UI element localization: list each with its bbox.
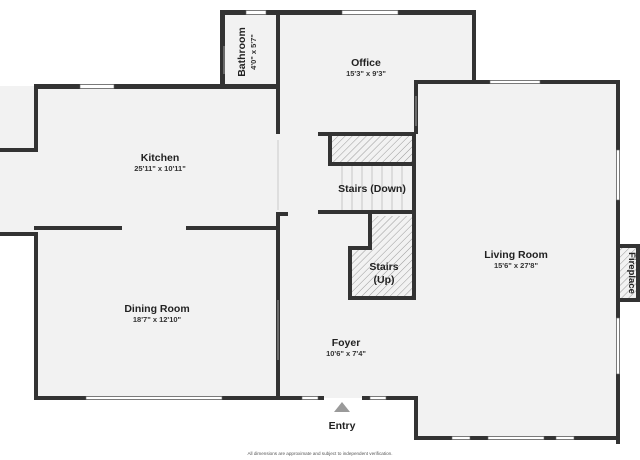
footer-disclaimer: All dimensions are approximate and subje… <box>247 451 392 456</box>
kitchen-name: Kitchen <box>141 152 180 164</box>
stairs-up-name-line1: Stairs <box>369 261 398 273</box>
window <box>341 10 399 15</box>
foyer-dims: 10'6" x 7'4" <box>326 349 366 358</box>
living-room-dims: 15'6" x 27'8" <box>494 261 538 270</box>
windows <box>79 10 620 440</box>
office-dims: 15'3" x 9'3" <box>346 69 386 78</box>
kitchen-floor <box>0 86 280 234</box>
dining-room-dims: 18'7" x 12'10" <box>133 315 182 324</box>
window <box>451 436 471 440</box>
floor-area <box>0 12 640 440</box>
foyer-name: Foyer <box>332 337 361 349</box>
fireplace-hatch <box>618 246 638 300</box>
window <box>489 80 541 84</box>
fireplace-name: Fireplace <box>626 252 637 294</box>
window <box>616 317 620 375</box>
stairs-down-name: Stairs (Down) <box>338 183 406 195</box>
dining-room-name: Dining Room <box>124 303 189 315</box>
bathroom-dims: 4'0" x 5'7" <box>249 34 258 70</box>
bathroom-name: Bathroom <box>236 27 248 77</box>
window <box>85 396 223 400</box>
window <box>369 396 387 400</box>
window <box>487 436 545 440</box>
living-room-name: Living Room <box>484 249 548 261</box>
window <box>555 436 575 440</box>
stairs-up-hatch <box>352 216 412 296</box>
bathroom-floor <box>222 12 280 88</box>
window <box>79 84 115 89</box>
stairs-up-name-line2: (Up) <box>374 274 395 286</box>
window <box>301 396 319 400</box>
dining-room-floor <box>36 228 280 398</box>
kitchen-dims: 25'11" x 10'11" <box>134 164 186 173</box>
office-name: Office <box>351 57 381 69</box>
stair-treads <box>341 166 403 210</box>
window <box>616 149 620 201</box>
window <box>245 10 267 15</box>
living-room-floor <box>414 82 618 440</box>
stairs-down-hatch <box>332 136 412 162</box>
entry-label: Entry <box>329 420 356 432</box>
entry-arrow-icon <box>334 402 350 412</box>
door-openings <box>223 46 417 360</box>
